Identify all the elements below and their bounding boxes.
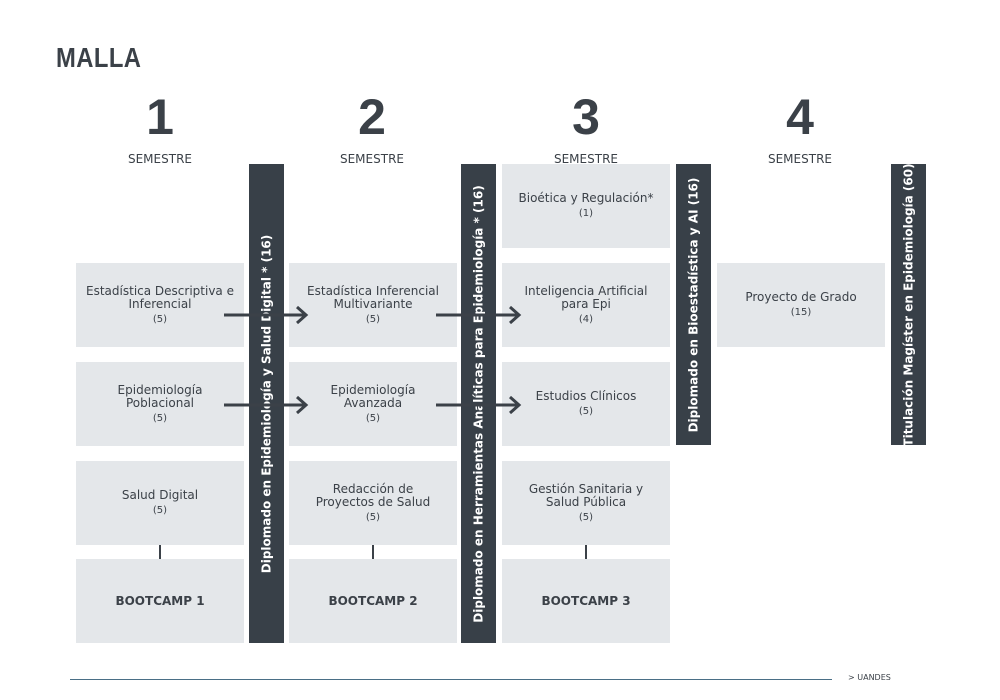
footer-divider [70, 679, 832, 680]
titulacion-bar: Titulación Magíster en Epidemiología (60… [891, 163, 926, 446]
semester-label: SEMESTRE [127, 152, 192, 166]
course-name: Salud Digital [121, 488, 199, 502]
course-redaccion-proyectos: Redacción de Proyectos de Salud (5) [289, 461, 457, 545]
semester-number: 4 [786, 89, 814, 145]
course-name: Bioética y Regulación* [518, 191, 654, 205]
course-name: Estadística Inferencial Multivariante [307, 283, 439, 311]
course-name: Estadística Descriptiva e Inferencial [86, 283, 234, 311]
course-credits: (5) [578, 511, 594, 523]
course-gestion-sanitaria: Gestión Sanitaria y Salud Pública (5) [502, 461, 670, 545]
bootcamp-1: BOOTCAMP 1 [76, 559, 244, 643]
semester-1-header: 1 SEMESTRE [80, 92, 240, 166]
course-estudios-clinicos: Estudios Clínicos (5) [502, 362, 670, 446]
course-credits: (5) [578, 406, 594, 417]
semester-3-header: 3 SEMESTRE [506, 92, 666, 166]
course-name: Epidemiología Avanzada [330, 382, 416, 410]
semester-label: SEMESTRE [767, 152, 832, 166]
course-credits: (5) [365, 412, 381, 424]
course-salud-digital: Salud Digital (5) [76, 461, 244, 545]
connector-tick [372, 545, 374, 559]
course-estadistica-descriptiva: Estadística Descriptiva e Inferencial (5… [76, 263, 244, 347]
arrow-epidemiologia [224, 395, 309, 415]
course-credits: (5) [152, 412, 168, 424]
bootcamp-2: BOOTCAMP 2 [289, 559, 457, 643]
course-name: Estudios Clínicos [535, 389, 637, 403]
course-bioetica: Bioética y Regulación* (1) [502, 164, 670, 248]
connector-tick [585, 545, 587, 559]
course-credits: (5) [152, 505, 168, 516]
arrow-epidemiologia-2 [436, 395, 522, 415]
semester-label: SEMESTRE [339, 152, 404, 166]
arrow-estadistica-2 [436, 305, 522, 325]
course-estadistica-inferencial: Estadística Inferencial Multivariante (5… [289, 263, 457, 347]
course-credits: (5) [365, 313, 381, 325]
course-epidemiologia-avanzada: Epidemiología Avanzada (5) [289, 362, 457, 446]
course-credits: (4) [578, 313, 594, 325]
course-name: Proyecto de Grado [745, 290, 857, 304]
arrow-estadistica [224, 305, 309, 325]
course-inteligencia-artificial: Inteligencia Artificial para Epi (4) [502, 263, 670, 347]
diploma-3-bar: Diplomado en Bioestadística y AI (16) [676, 164, 711, 445]
course-name: Gestión Sanitaria y Salud Pública [528, 481, 644, 509]
connector-tick [159, 545, 161, 559]
course-proyecto-grado: Proyecto de Grado (15) [717, 263, 885, 347]
bootcamp-3: BOOTCAMP 3 [502, 559, 670, 643]
semester-number: 3 [572, 89, 600, 145]
course-epidemiologia-poblacional: Epidemiología Poblacional (5) [76, 362, 244, 446]
semester-label: SEMESTRE [553, 152, 618, 166]
course-credits: (15) [790, 307, 812, 318]
semester-4-header: 4 SEMESTRE [720, 92, 880, 166]
semester-number: 2 [358, 89, 386, 145]
course-name: Inteligencia Artificial para Epi [524, 283, 648, 311]
course-credits: (5) [152, 313, 168, 325]
course-credits: (1) [578, 208, 594, 219]
course-name: Epidemiología Poblacional [117, 382, 203, 410]
course-credits: (5) [365, 511, 381, 523]
semester-2-header: 2 SEMESTRE [292, 92, 452, 166]
page-title: MALLA [56, 42, 142, 73]
semester-number: 1 [146, 89, 174, 145]
footer-brand: > UANDES [848, 673, 891, 682]
course-name: Redacción de Proyectos de Salud [315, 481, 431, 509]
